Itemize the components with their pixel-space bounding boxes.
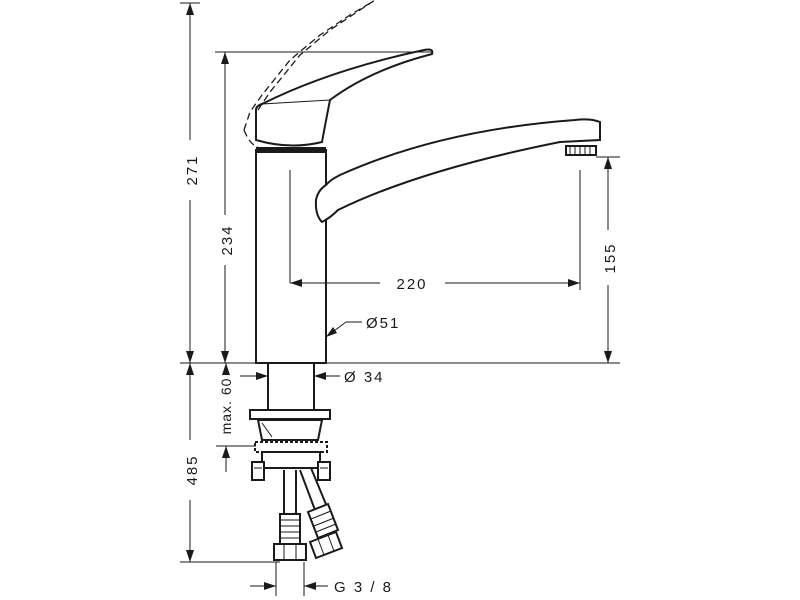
dimension-max-counter-thickness: max. 60 bbox=[216, 363, 256, 472]
dimension-spout-reach: 220 bbox=[290, 170, 581, 293]
lever-handle bbox=[255, 48, 434, 147]
dimension-overall-height-label: 271 bbox=[184, 154, 201, 185]
dimension-body-diameter: Ø51 bbox=[325, 315, 400, 338]
dimension-spout-reach-label: 220 bbox=[396, 276, 427, 293]
spout bbox=[314, 118, 601, 224]
dimension-hose-length-label: 485 bbox=[184, 454, 201, 485]
dimension-connection-thread-label: G 3 / 8 bbox=[334, 579, 393, 596]
dimension-body-diameter-label: Ø51 bbox=[366, 315, 400, 332]
dimension-lever-height: 234 bbox=[215, 51, 432, 363]
dimension-overall-height: 271 bbox=[180, 2, 201, 363]
mounting-assembly bbox=[249, 362, 331, 481]
dimension-spout-height-label: 155 bbox=[602, 242, 619, 273]
dimension-shank-diameter-label: Ø 34 bbox=[344, 369, 385, 386]
lever-open-position-outline bbox=[243, 0, 377, 148]
dimension-hose-length: 485 bbox=[180, 363, 280, 563]
dimension-lever-height-label: 234 bbox=[219, 224, 236, 255]
connection-hoses bbox=[273, 467, 344, 561]
dimension-max-counter-thickness-label: max. 60 bbox=[218, 378, 234, 435]
dimension-spout-height: 155 bbox=[596, 156, 620, 363]
dimension-shank-diameter: Ø 34 bbox=[240, 369, 385, 386]
faucet-body bbox=[255, 147, 327, 364]
dimension-connection-thread: G 3 / 8 bbox=[250, 562, 393, 596]
